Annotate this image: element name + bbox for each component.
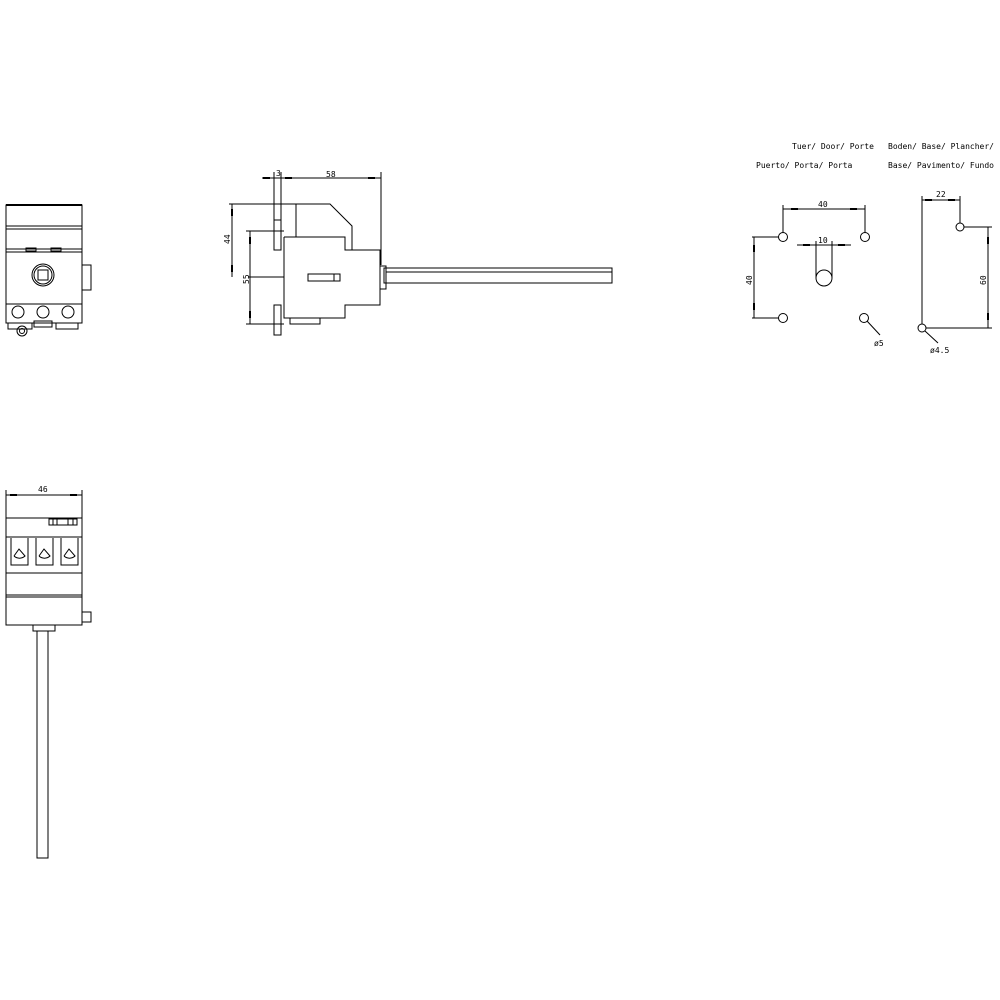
dim-plate: 3 bbox=[276, 169, 281, 178]
base-template: Boden/ Base/ Plancher/ Base/ Pavimento/ … bbox=[888, 142, 994, 355]
door-label-line1: Tuer/ Door/ Porte bbox=[792, 142, 874, 151]
terminal-icons bbox=[10, 538, 79, 566]
dim-height-upper: 44 bbox=[223, 234, 232, 244]
front-view bbox=[5, 204, 92, 337]
dim-width: 46 bbox=[38, 485, 48, 494]
side-view: 3 58 44 55 bbox=[223, 169, 613, 336]
knob-icon bbox=[31, 263, 55, 287]
dim-slot: 10 bbox=[818, 236, 828, 245]
door-template: Tuer/ Door/ Porte Puerto/ Porta/ Porta 4… bbox=[745, 142, 884, 348]
dim-door-h: 40 bbox=[818, 200, 828, 209]
base-label-line1: Boden/ Base/ Plancher/ bbox=[888, 142, 994, 151]
dim-base-hole: ø4.5 bbox=[930, 346, 949, 355]
dim-door-v: 40 bbox=[745, 275, 754, 285]
dim-door-hole: ø5 bbox=[874, 339, 884, 348]
bottom-view: 46 bbox=[5, 485, 92, 859]
door-label-line2: Puerto/ Porta/ Porta bbox=[756, 161, 853, 170]
dim-height-lower: 55 bbox=[242, 274, 251, 284]
dim-depth: 58 bbox=[326, 170, 336, 179]
dim-base-spacing: 60 bbox=[979, 275, 988, 285]
dim-base-offset: 22 bbox=[936, 190, 946, 199]
base-label-line2: Base/ Pavimento/ Fundo bbox=[888, 161, 994, 170]
